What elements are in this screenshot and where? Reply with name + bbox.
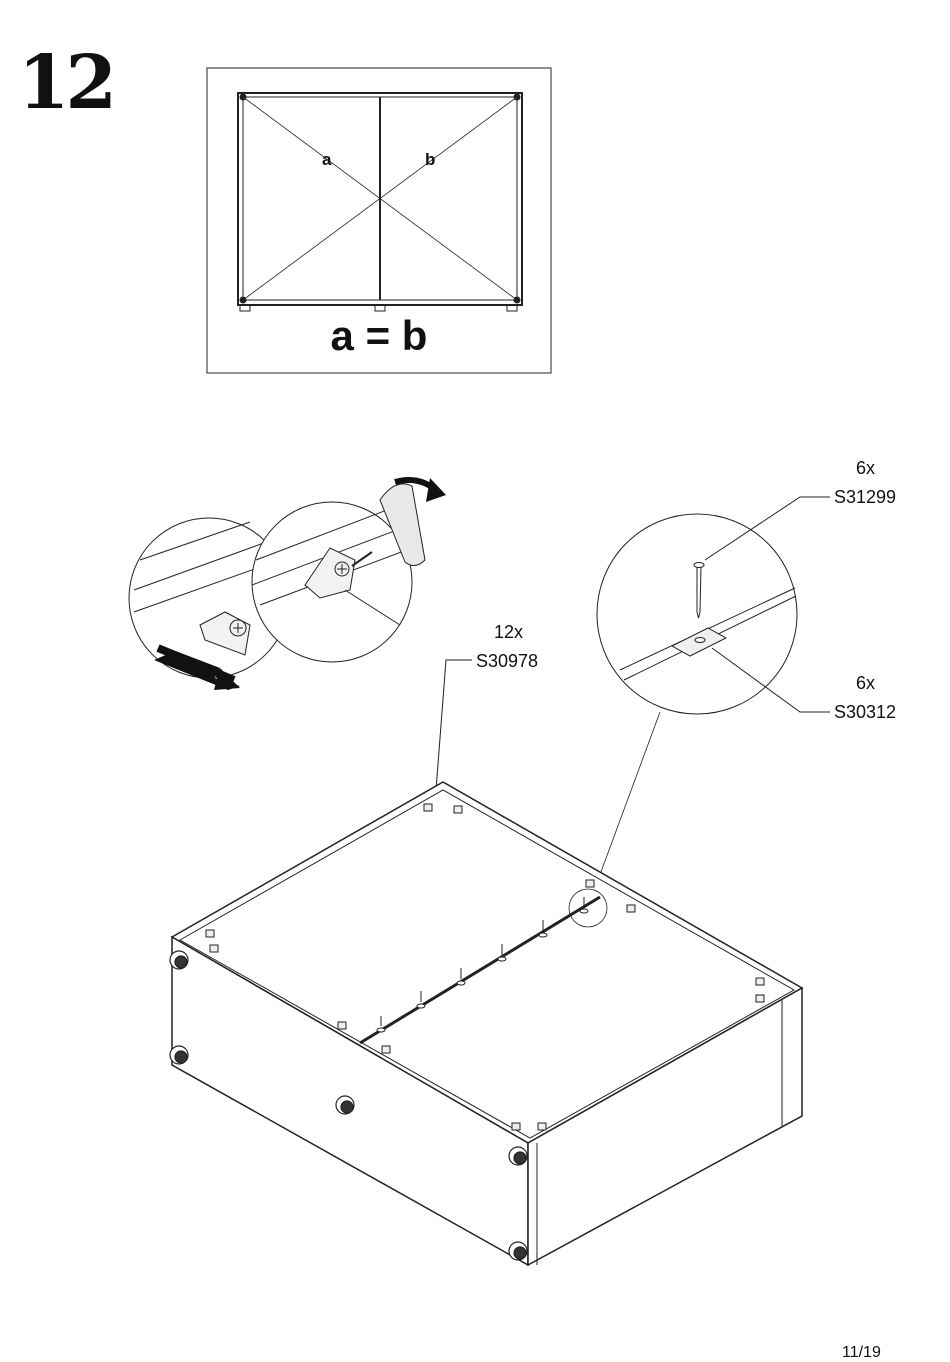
nail-quantity: 6x xyxy=(856,458,875,479)
nail-part-number: S31299 xyxy=(834,487,896,508)
diagonal-label-b: b xyxy=(425,150,435,170)
bracket-quantity: 12x xyxy=(494,622,523,643)
nail-plate-detail-circle xyxy=(597,497,830,880)
plate-part-number: S30312 xyxy=(834,702,896,723)
plate-quantity: 6x xyxy=(856,673,875,694)
drawer-box xyxy=(170,782,802,1265)
step-number: 12 xyxy=(18,46,113,120)
diagonal-label-a: a xyxy=(322,150,331,170)
bracket-detail-circle-2 xyxy=(252,478,446,662)
bracket-part-number: S30978 xyxy=(476,651,538,672)
diagonal-equation: a = b xyxy=(207,312,551,360)
page-number: 11/19 xyxy=(842,1344,881,1362)
